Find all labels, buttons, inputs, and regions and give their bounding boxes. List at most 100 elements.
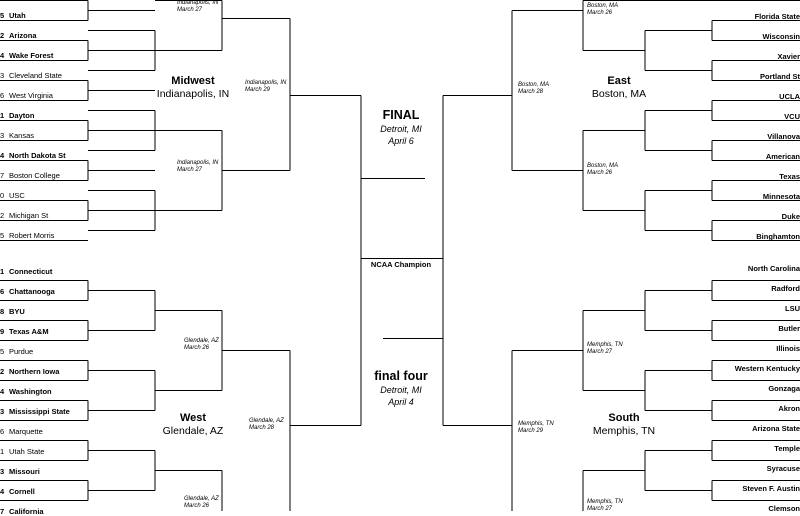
venue-city: Indianapolis, IN	[177, 0, 219, 6]
team-name: LSU	[785, 304, 800, 313]
final-four-title: final four	[374, 369, 428, 383]
champion-label: NCAA Champion	[370, 260, 432, 269]
region-city: Glendale, AZ	[162, 425, 224, 437]
team-name: Purdue	[9, 347, 34, 356]
team-seed: 7	[0, 507, 5, 516]
team-entry: 9 Texas A&M	[0, 327, 49, 336]
team-name: Missouri	[9, 467, 40, 476]
team-seed: 4	[0, 487, 5, 496]
final-date: April 6	[388, 136, 414, 146]
team-name: Kansas	[9, 131, 35, 140]
team-name: North Dakota St	[9, 151, 66, 160]
team-name: Washington	[9, 387, 52, 396]
team-seed: 1	[0, 447, 5, 456]
region-west: West Glendale, AZ	[133, 412, 253, 438]
venue-date: March 26	[587, 10, 613, 16]
team-name: Texas A&M	[9, 327, 49, 336]
team-entry: 1 Connecticut	[0, 267, 52, 276]
team-seed: 5	[0, 231, 5, 240]
team-name: Steven F. Austin	[742, 484, 800, 493]
team-name: Cornell	[9, 487, 35, 496]
team-name: Wisconsin	[762, 32, 800, 41]
venue-city: Memphis, TN	[518, 421, 554, 427]
team-name: Cleveland State	[9, 71, 62, 80]
region-name: East	[607, 75, 631, 87]
region-city: Indianapolis, IN	[156, 88, 230, 100]
venue-city: Glendale, AZ	[184, 496, 219, 502]
team-name: Connecticut	[9, 267, 53, 276]
team-seed: 4	[0, 387, 5, 396]
final-four-date: April 4	[388, 397, 414, 407]
team-name: West Virginia	[9, 91, 53, 100]
team-name: Radford	[771, 284, 800, 293]
region-south: South Memphis, TN	[564, 412, 684, 438]
team-seed: 8	[0, 307, 5, 316]
team-seed: 1	[0, 111, 5, 120]
region-name: South	[608, 412, 640, 424]
team-name: American	[765, 152, 800, 161]
team-name: Utah	[9, 11, 26, 20]
team-name: Western Kentucky	[734, 364, 800, 373]
team-name: Texas	[779, 172, 800, 181]
team-seed: 5	[0, 11, 5, 20]
team-name: Mississippi State	[9, 407, 70, 416]
team-name: Akron	[778, 404, 800, 413]
team-seed: 0	[0, 191, 5, 200]
team-entry: 4 Cornell	[0, 487, 35, 496]
team-seed: 9	[0, 327, 5, 336]
team-name: Arizona State	[752, 424, 800, 433]
venue-city: Glendale, AZ	[249, 418, 284, 424]
venue-city: Boston, MA	[587, 3, 619, 9]
venue-date: March 27	[587, 349, 613, 355]
venue-city: Indianapolis, IN	[177, 160, 219, 166]
team-seed: 3	[0, 71, 5, 80]
venue-date: March 26	[184, 503, 210, 509]
final-title: FINAL	[382, 108, 420, 122]
region-name: Midwest	[171, 75, 215, 87]
team-name: VCU	[784, 112, 800, 121]
region-midwest: Midwest Indianapolis, IN	[133, 75, 253, 101]
team-seed: 2	[0, 367, 5, 376]
final-four-city: Detroit, MI	[380, 385, 422, 395]
final-city: Detroit, MI	[380, 124, 422, 134]
team-name: Chattanooga	[9, 287, 55, 296]
team-name: Butler	[778, 324, 800, 333]
venue-city: Boston, MA	[587, 163, 619, 169]
venue-date: March 26	[587, 170, 613, 176]
venue-city: Glendale, AZ	[184, 338, 219, 344]
venue-date: March 27	[177, 7, 203, 13]
team-entry: 4 Washington	[0, 387, 52, 396]
team-seed: 4	[0, 151, 5, 160]
team-seed: 2	[0, 31, 5, 40]
team-name: Portland St	[759, 72, 800, 81]
venue-city: Memphis, TN	[587, 342, 623, 348]
venue-city: Indianapolis, IN	[245, 80, 287, 86]
team-name: Boston College	[9, 171, 60, 180]
team-name: Temple	[774, 444, 800, 453]
team-seed: 6	[0, 91, 5, 100]
team-seed: 1	[0, 267, 5, 276]
venue-date: March 27	[177, 167, 203, 173]
team-name: Robert Morris	[9, 231, 55, 240]
team-name: California	[9, 507, 44, 516]
team-entry: 4 North Dakota St	[0, 151, 66, 160]
